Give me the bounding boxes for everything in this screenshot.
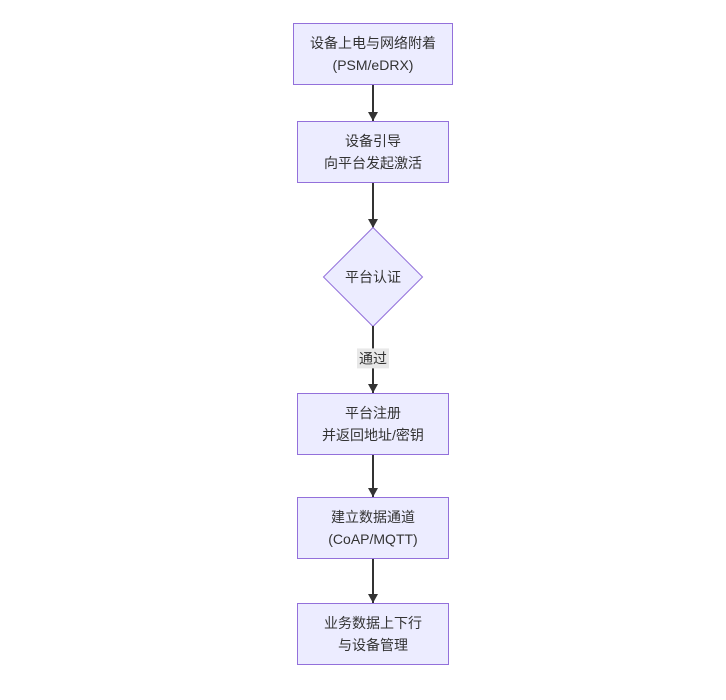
decision-platform-auth: 平台认证 bbox=[322, 226, 424, 328]
edge-b-to-c bbox=[367, 183, 379, 228]
node-text-line: 建立数据通道 bbox=[331, 509, 415, 525]
edge-line bbox=[372, 455, 374, 497]
node-text-line: (CoAP/MQTT) bbox=[328, 531, 418, 547]
node-text-line: 向平台发起激活 bbox=[324, 155, 422, 171]
node-platform-register: 平台注册 并返回地址/密钥 bbox=[297, 393, 449, 455]
node-text-line: (PSM/eDRX) bbox=[332, 57, 414, 73]
edge-line bbox=[372, 559, 374, 603]
edge-label-pass: 通过 bbox=[357, 347, 389, 368]
arrow-down-icon bbox=[368, 219, 378, 228]
node-text-line: 与设备管理 bbox=[338, 637, 408, 653]
node-business-data-device-mgmt: 业务数据上下行 与设备管理 bbox=[297, 603, 449, 665]
edge-line bbox=[372, 85, 374, 121]
node-text-line: 设备引导 bbox=[345, 133, 401, 149]
node-device-bootstrap-activate: 设备引导 向平台发起激活 bbox=[297, 121, 449, 183]
node-text-line: 平台注册 bbox=[345, 405, 401, 421]
edge-c-to-d: 通过 bbox=[357, 326, 389, 393]
arrow-down-icon bbox=[368, 488, 378, 497]
edge-a-to-b bbox=[367, 85, 379, 121]
node-text-line: 并返回地址/密钥 bbox=[322, 427, 424, 443]
node-data-channel: 建立数据通道 (CoAP/MQTT) bbox=[297, 497, 449, 559]
edge-line bbox=[372, 183, 374, 228]
arrow-down-icon bbox=[368, 594, 378, 603]
node-text-line: 设备上电与网络附着 bbox=[310, 35, 436, 51]
decision-label: 平台认证 bbox=[345, 269, 401, 285]
edge-d-to-e bbox=[367, 455, 379, 497]
flowchart-column: 设备上电与网络附着 (PSM/eDRX) 设备引导 向平台发起激活 平台认证 通… bbox=[293, 23, 453, 665]
node-text-line: 业务数据上下行 bbox=[324, 615, 422, 631]
arrow-down-icon bbox=[368, 384, 378, 393]
edge-e-to-f bbox=[367, 559, 379, 603]
node-device-power-network-attach: 设备上电与网络附着 (PSM/eDRX) bbox=[293, 23, 453, 85]
arrow-down-icon bbox=[368, 112, 378, 121]
